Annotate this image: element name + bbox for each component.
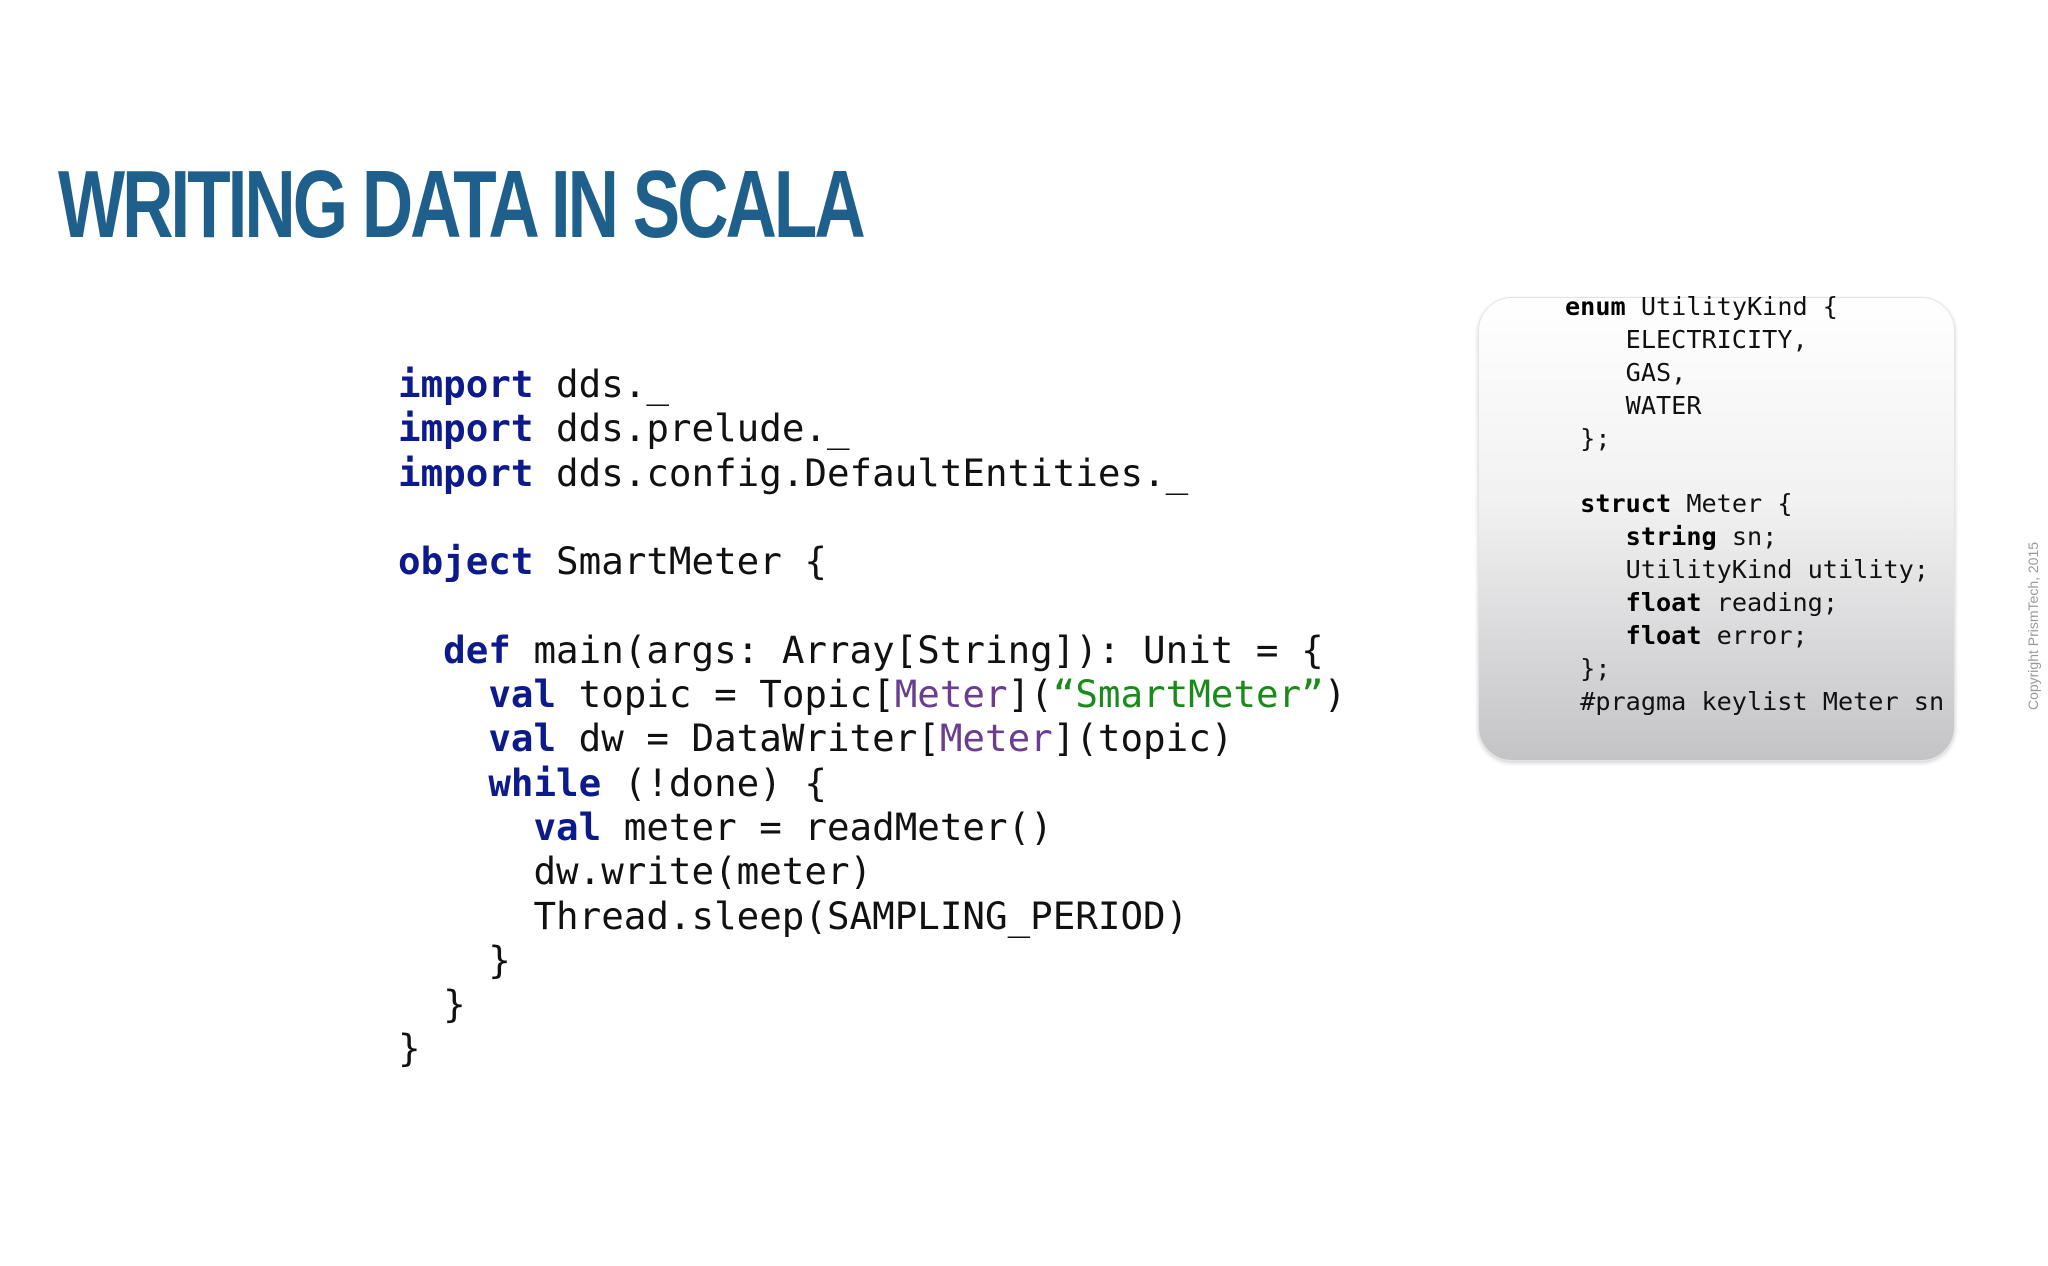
code-token: GAS,	[1565, 357, 1687, 387]
code-token: (!done) {	[601, 760, 827, 805]
code-token: ELECTRICITY,	[1565, 324, 1808, 354]
code-token: }	[398, 937, 511, 982]
keyword-token: while	[488, 760, 602, 805]
code-token: sn;	[1716, 522, 1778, 552]
scala-code-line	[398, 583, 1346, 627]
code-token: dds._	[533, 362, 669, 406]
code-token: dds.prelude._	[533, 406, 850, 451]
copyright-notice: Copyright PrismTech, 2015	[2025, 541, 2041, 711]
slide-title: WRITING DATA IN SCALA	[58, 151, 866, 258]
scala-code-line: Thread.sleep(SAMPLING_PERIOD)	[398, 894, 1346, 938]
scala-code-line: val meter = readMeter()	[398, 805, 1346, 849]
keyword-token: import	[398, 362, 534, 406]
code-token: UtilityKind utility;	[1565, 555, 1929, 585]
code-token: dds.config.DefaultEntities._	[533, 450, 1189, 495]
scala-code-line: val dw = DataWriter[Meter](topic)	[398, 716, 1346, 760]
idl-code-block: enum UtilityKind { ELECTRICITY, GAS, WAT…	[1565, 291, 1944, 719]
code-token	[1565, 621, 1626, 650]
code-token: Meter {	[1671, 489, 1793, 519]
code-token: UtilityKind {	[1625, 292, 1838, 321]
code-token	[1565, 522, 1626, 551]
scala-code-line: }	[398, 982, 1346, 1026]
scala-code-line	[398, 495, 1346, 539]
idl-code-line: #pragma keylist Meter sn	[1565, 686, 1944, 719]
idl-code-panel	[1478, 297, 1955, 761]
keyword-token: object	[398, 539, 534, 584]
scala-code-line: val topic = Topic[Meter](“SmartMeter”)	[398, 672, 1346, 716]
keyword-token: def	[443, 627, 511, 672]
code-token: };	[1565, 653, 1611, 683]
code-token	[398, 805, 533, 849]
keyword-token: enum	[1565, 292, 1626, 321]
code-token	[1565, 588, 1626, 617]
code-token: SmartMeter {	[533, 539, 827, 584]
code-token: };	[1565, 423, 1611, 453]
string-literal-token: “SmartMeter”	[1052, 672, 1324, 717]
idl-code-line: string sn;	[1565, 521, 1944, 554]
type-token: Meter	[894, 672, 1008, 717]
code-token	[398, 716, 488, 760]
idl-code-line: float reading;	[1565, 587, 1944, 620]
code-token: error;	[1701, 620, 1808, 650]
code-token: dw = DataWriter[	[556, 716, 940, 761]
idl-code-line: GAS,	[1565, 357, 1944, 390]
code-token	[398, 628, 443, 672]
scala-code-line: import dds._	[398, 362, 1346, 406]
code-token: reading;	[1701, 588, 1838, 618]
idl-code-line: struct Meter {	[1565, 488, 1944, 521]
code-token: Thread.sleep(SAMPLING_PERIOD)	[398, 893, 1189, 938]
code-token: }	[398, 1026, 421, 1071]
scala-code-line: }	[398, 938, 1346, 982]
keyword-token: string	[1625, 522, 1717, 552]
idl-code-line: };	[1565, 653, 1944, 686]
scala-code-line: def main(args: Array[String]): Unit = {	[398, 628, 1346, 672]
idl-code-line: float error;	[1565, 620, 1944, 653]
code-token: }	[398, 982, 466, 1027]
idl-code-line: WATER	[1565, 390, 1944, 423]
code-token: )	[1323, 672, 1347, 717]
idl-code-line: enum UtilityKind {	[1565, 291, 1944, 324]
scala-code-line: while (!done) {	[398, 761, 1346, 805]
scala-code-line: import dds.prelude._	[398, 406, 1346, 450]
code-token: topic = Topic[	[556, 672, 895, 717]
idl-code-line: };	[1565, 423, 1944, 456]
code-token: WATER	[1565, 390, 1702, 420]
idl-code-line: ELECTRICITY,	[1565, 324, 1944, 357]
idl-code-line	[1565, 455, 1944, 488]
keyword-token: float	[1625, 588, 1702, 618]
scala-code-block: import dds._import dds.prelude._import d…	[398, 362, 1346, 1071]
keyword-token: val	[488, 672, 557, 717]
code-token	[398, 761, 488, 805]
keyword-token: import	[398, 406, 534, 451]
code-token: meter = readMeter()	[601, 804, 1053, 849]
keyword-token: val	[533, 804, 602, 849]
code-token: dw.write(meter)	[398, 849, 873, 894]
code-token: ](	[1007, 672, 1053, 717]
scala-code-line: }	[398, 1026, 1346, 1070]
keyword-token: import	[398, 450, 534, 495]
code-token: ](topic)	[1052, 716, 1234, 761]
keyword-token: struct	[1580, 489, 1672, 519]
scala-code-line: import dds.config.DefaultEntities._	[398, 451, 1346, 495]
keyword-token: float	[1625, 620, 1702, 650]
type-token: Meter	[939, 716, 1053, 761]
idl-code-line: UtilityKind utility;	[1565, 554, 1944, 587]
code-token	[398, 672, 488, 716]
keyword-token: val	[488, 716, 557, 761]
code-token	[1565, 489, 1580, 518]
scala-code-line: object SmartMeter {	[398, 539, 1346, 583]
scala-code-line: dw.write(meter)	[398, 849, 1346, 893]
code-token: #pragma keylist Meter sn	[1565, 686, 1945, 716]
code-token: main(args: Array[String]): Unit = {	[510, 627, 1324, 672]
